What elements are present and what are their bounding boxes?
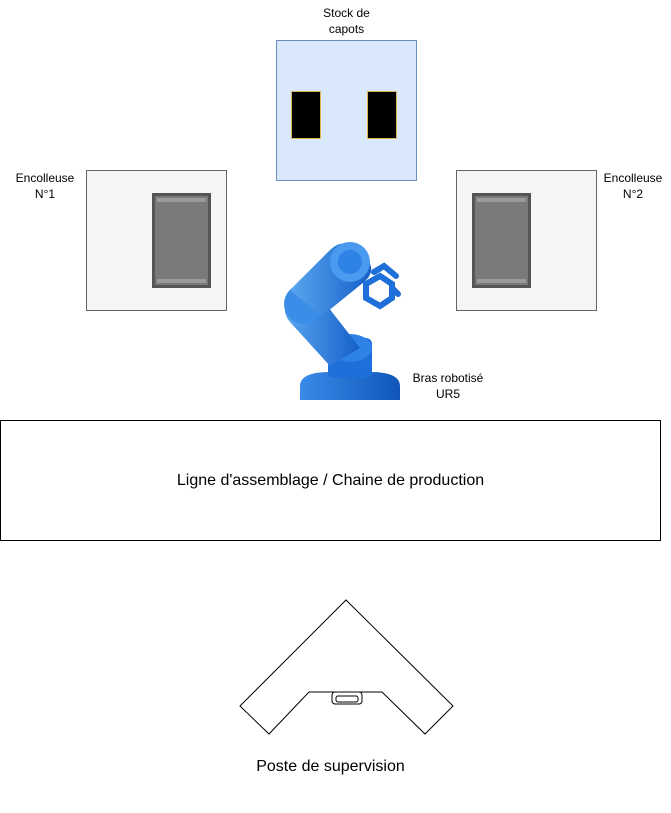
encolleuse-1-label-line2: N°1: [34, 187, 56, 201]
encolleuse-1-label-line1: Encolleuse: [15, 171, 75, 185]
encolleuse-1-label: Encolleuse N°1: [2, 170, 88, 202]
robot-label-line2: UR5: [435, 387, 460, 401]
machine-strip-top: [157, 198, 206, 202]
robot-label: Bras robotisé UR5: [400, 370, 496, 402]
stock-label: Stock de capots: [296, 5, 397, 37]
encolleuse-1-area: [86, 170, 227, 311]
stock-label-line2: capots: [328, 22, 365, 36]
robot-arm-icon: [284, 242, 401, 400]
machine-strip-bottom: [477, 279, 526, 283]
supervision-label: Poste de supervision: [256, 758, 405, 775]
encolleuse-2-label: Encolleuse N°2: [594, 170, 671, 202]
capot-2: [367, 91, 397, 139]
corner-desk-icon: [239, 599, 454, 735]
assembly-line-label: Ligne d'assemblage / Chaine de productio…: [176, 471, 485, 489]
assembly-line-area: Ligne d'assemblage / Chaine de productio…: [0, 420, 661, 541]
encolleuse-2-machine: [472, 193, 531, 288]
encolleuse-1-machine: [152, 193, 211, 288]
encolleuse-2-label-line2: N°2: [622, 187, 644, 201]
machine-strip-top: [477, 198, 526, 202]
robot-label-line1: Bras robotisé: [412, 371, 484, 385]
encolleuse-2-area: [456, 170, 597, 311]
capot-1: [291, 91, 321, 139]
stock-capots-area: [276, 40, 417, 181]
encolleuse-2-label-line1: Encolleuse: [603, 171, 663, 185]
stock-label-line1: Stock de: [323, 6, 370, 20]
machine-strip-bottom: [157, 279, 206, 283]
